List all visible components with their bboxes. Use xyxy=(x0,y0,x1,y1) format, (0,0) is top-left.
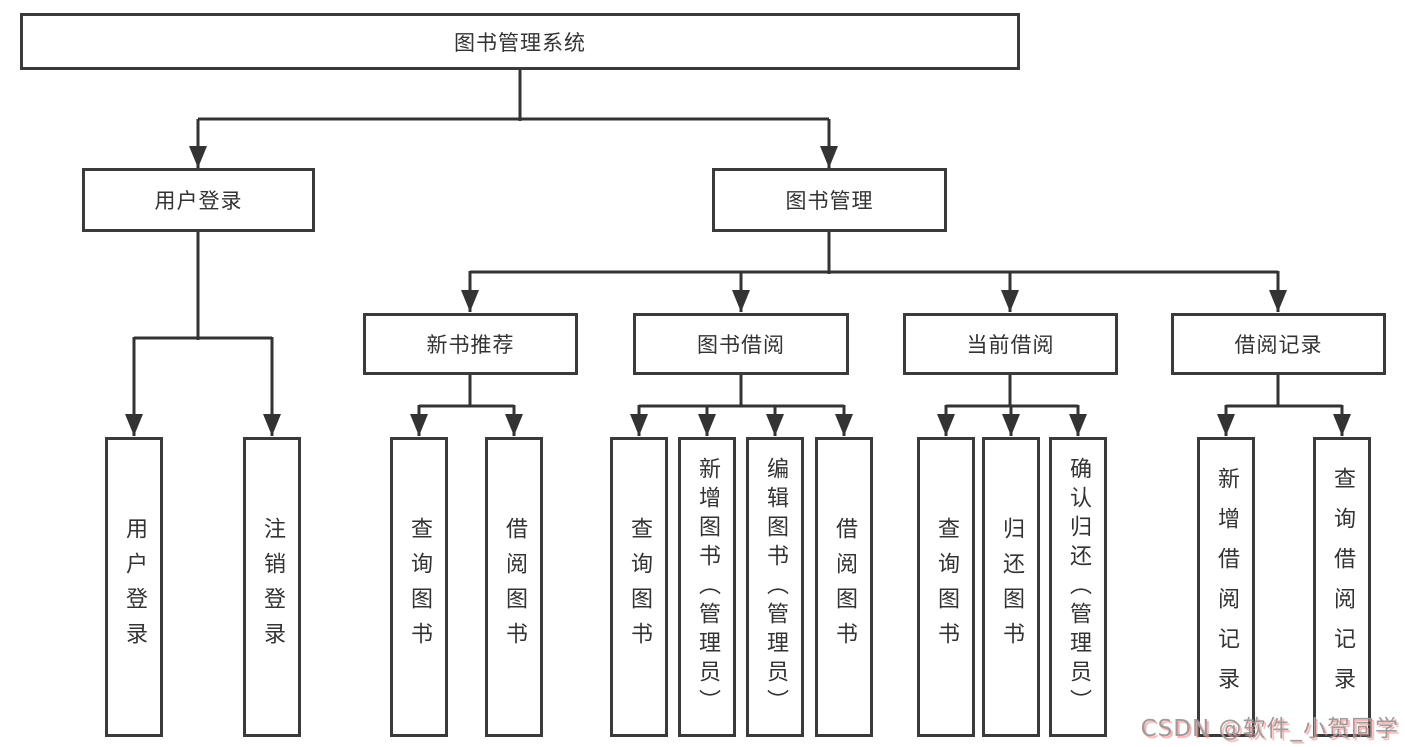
leaf-edit-book-admin: 编辑图书（管理员） xyxy=(746,437,804,737)
leaf-confirm-return-admin: 确认归还（管理员） xyxy=(1049,437,1107,737)
leaf-label: 借阅图书 xyxy=(832,517,857,657)
node-book-management: 图书管理 xyxy=(712,168,947,232)
node-current-borrowing: 当前借阅 xyxy=(903,313,1118,375)
leaf-query-borrow-record: 查询借阅记录 xyxy=(1313,437,1371,737)
leaf-label: 借阅图书 xyxy=(502,517,527,657)
csdn-watermark: CSDN @软件_小贺同学 xyxy=(1140,716,1399,742)
leaf-add-borrow-record: 新增借阅记录 xyxy=(1197,437,1255,737)
leaf-label: 新增图书（管理员） xyxy=(695,456,720,718)
leaf-label: 新增借阅记录 xyxy=(1214,467,1239,707)
leaf-label: 编辑图书（管理员） xyxy=(763,456,788,718)
leaf-label: 确认归还（管理员） xyxy=(1066,456,1091,718)
leaf-label: 查询图书 xyxy=(934,517,959,657)
node-user-login: 用户登录 xyxy=(82,168,315,232)
leaf-query-books-borrow: 查询图书 xyxy=(610,437,668,737)
node-borrowing-records: 借阅记录 xyxy=(1171,313,1386,375)
leaf-query-books-current: 查询图书 xyxy=(917,437,975,737)
leaf-label: 注销登录 xyxy=(260,517,285,657)
leaf-user-login: 用户登录 xyxy=(105,437,163,737)
leaf-return-book: 归还图书 xyxy=(982,437,1040,737)
leaf-label: 用户登录 xyxy=(122,517,147,657)
node-library-system: 图书管理系统 xyxy=(20,13,1020,70)
leaf-label: 查询借阅记录 xyxy=(1330,467,1355,707)
leaf-label: 查询图书 xyxy=(407,517,432,657)
node-new-book-recommend: 新书推荐 xyxy=(363,313,578,375)
leaf-logout: 注销登录 xyxy=(243,437,301,737)
leaf-label: 查询图书 xyxy=(627,517,652,657)
node-book-borrowing: 图书借阅 xyxy=(633,313,849,375)
leaf-add-book-admin: 新增图书（管理员） xyxy=(678,437,736,737)
leaf-label: 归还图书 xyxy=(999,517,1024,657)
leaf-borrow-books-recommend: 借阅图书 xyxy=(485,437,543,737)
leaf-query-books-recommend: 查询图书 xyxy=(390,437,448,737)
leaf-borrow-books: 借阅图书 xyxy=(815,437,873,737)
